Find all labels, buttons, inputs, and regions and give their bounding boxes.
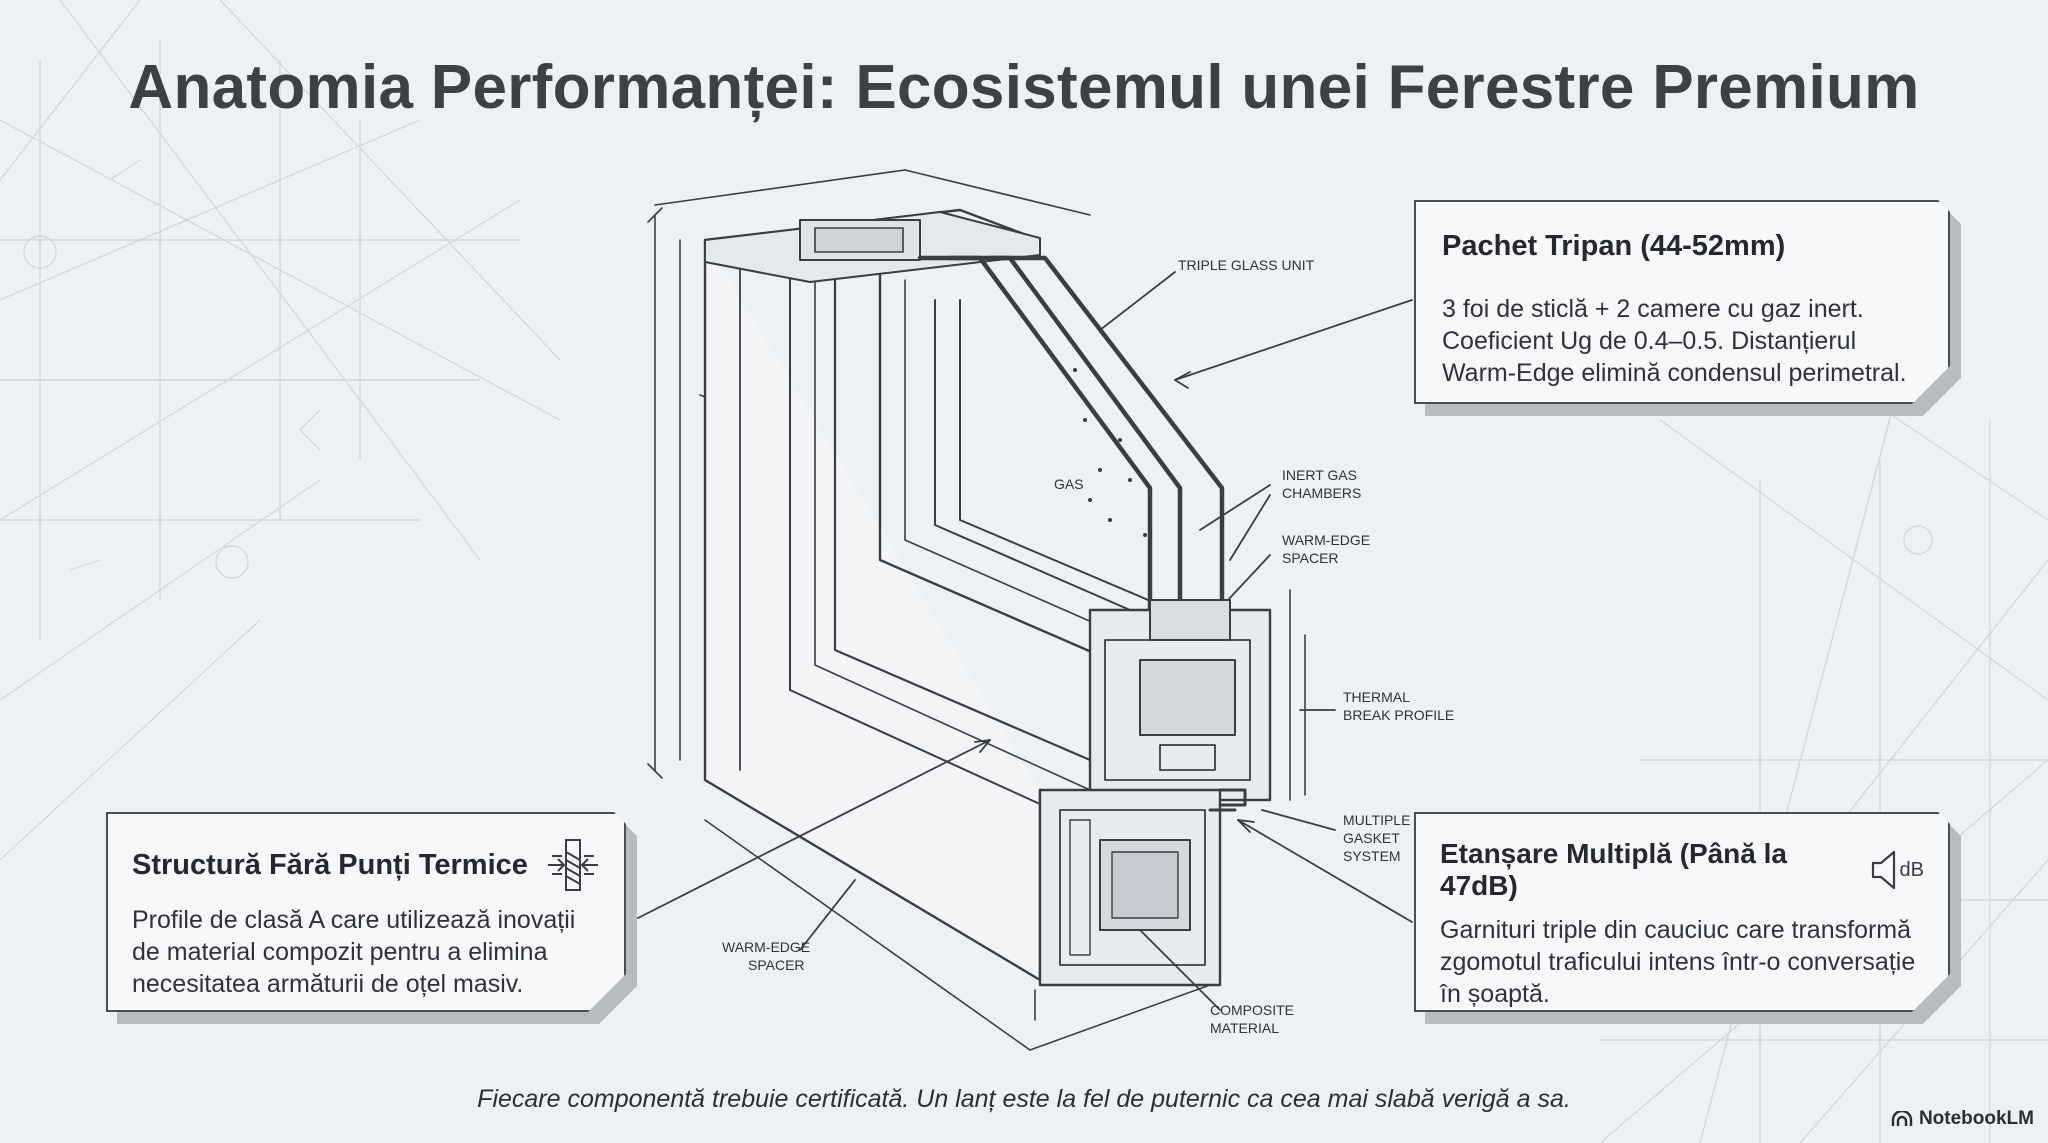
callout-thermal-body: Profile de clasă A care utilizează inova…	[132, 906, 576, 998]
label-warm-edge-2: SPACER	[1282, 550, 1339, 566]
label-warm-edge-low-1: WARM-EDGE	[722, 939, 810, 955]
label-triple-glass-unit: TRIPLE GLASS UNIT	[1178, 257, 1315, 273]
page-title: Anatomia Performanței: Ecosistemul unei …	[128, 53, 1920, 122]
callout-thermal-heading: Structură Fără Punți Termice	[132, 848, 528, 881]
label-gasket-2: GASKET	[1343, 830, 1400, 846]
brand-watermark: NotebookLM	[1891, 1108, 2034, 1130]
callout-sealing-heading: Etanșare Multiplă (Până la 47dB)	[1440, 838, 1787, 901]
label-thermal-break-1: THERMAL	[1343, 689, 1410, 705]
callout-triple-glass-body: 3 foi de sticlă + 2 camere cu gaz inert.…	[1442, 295, 1907, 387]
callout-sealing-header: Etanșare Multiplă (Până la 47dB) dB	[1440, 838, 1924, 902]
label-gas: GAS	[1054, 476, 1084, 492]
footer-caption: Fiecare componentă trebuie certificată. …	[477, 1085, 1571, 1113]
brand-name: NotebookLM	[1918, 1108, 2034, 1129]
thermal-break-icon	[546, 838, 600, 892]
label-warm-edge-low-2: SPACER	[748, 957, 805, 973]
label-gasket-1: MULTIPLE	[1343, 812, 1410, 828]
label-gasket-3: SYSTEM	[1343, 848, 1401, 864]
callout-triple-glass-heading: Pachet Tripan (44-52mm)	[1442, 230, 1786, 262]
label-composite-2: MATERIAL	[1210, 1020, 1279, 1036]
callout-sealing-body: Garnituri triple din cauciuc care transf…	[1440, 916, 1916, 1008]
callout-sealing: Etanșare Multiplă (Până la 47dB) dB Garn…	[1414, 812, 1950, 1012]
callout-thermal-header: Structură Fără Punți Termice	[132, 838, 600, 892]
callout-thermal: Structură Fără Punți Termice Profile de …	[106, 812, 626, 1012]
label-thermal-break-2: BREAK PROFILE	[1343, 707, 1454, 723]
callout-triple-glass: Pachet Tripan (44-52mm) 3 foi de sticlă …	[1414, 200, 1950, 404]
notebooklm-logo-icon	[1891, 1111, 1913, 1126]
label-inert-gas-2: CHAMBERS	[1282, 485, 1361, 501]
label-inert-gas-1: INERT GAS	[1282, 467, 1357, 483]
label-composite-1: COMPOSITE	[1210, 1002, 1294, 1018]
speaker-icon: dB	[1870, 849, 1924, 891]
decibel-text: dB	[1899, 858, 1924, 881]
label-warm-edge-1: WARM-EDGE	[1282, 532, 1370, 548]
